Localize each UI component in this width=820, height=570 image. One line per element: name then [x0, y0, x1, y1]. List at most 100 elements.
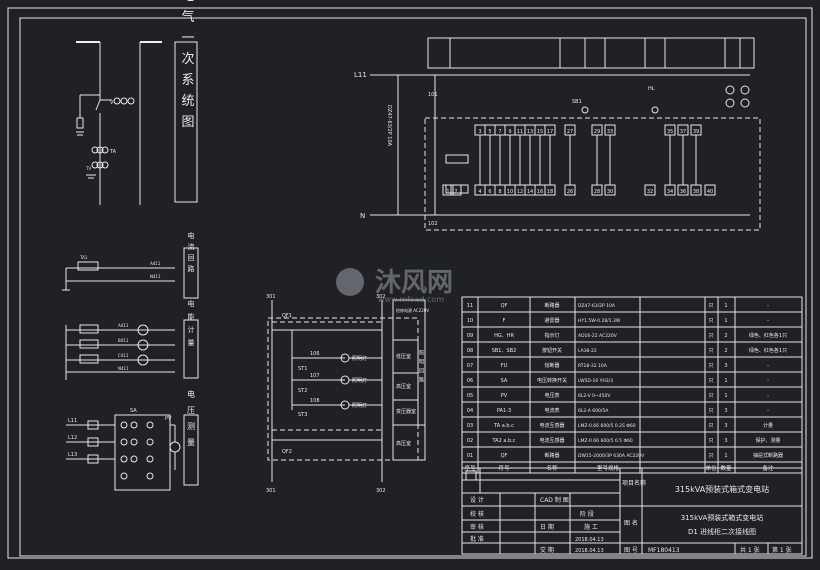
bom-cell: 电流互感器 [539, 422, 564, 429]
hl-label: HL [648, 86, 655, 92]
tb-approve: 批 准 [470, 535, 484, 543]
terminal-bottom-number: 26 [567, 189, 573, 195]
terminal-bottom-number: 12 [517, 189, 523, 195]
terminal-top-number: 37 [680, 129, 686, 135]
ta-label: TA [109, 149, 117, 155]
bom-cell: 断路器 [544, 302, 559, 309]
tb-date-label: 日 期 [540, 523, 554, 531]
bom-cell: 电流互感器 [539, 437, 564, 444]
bom-cell: F [503, 318, 506, 324]
bom-cell: 断路器 [544, 452, 559, 459]
bom-cell: 1 [724, 453, 727, 459]
tb-check: 校 核 [470, 510, 484, 518]
switch-st2: ST2 [298, 388, 307, 394]
terminal-top-number: 13 [527, 129, 533, 135]
terminal-bottom-number: 40 [707, 189, 713, 195]
l12-label: L12 [68, 435, 77, 441]
bom-cell: TA a.b.c [493, 423, 514, 429]
terminal-bottom-number: 36 [680, 189, 686, 195]
rb-item-1: 低压室 [396, 353, 411, 360]
lc-301-bottom: 301 [266, 488, 276, 494]
terminal-top-number: 5 [488, 129, 491, 135]
rb-item-3: 变压器室 [396, 408, 416, 415]
lamp-label-1: 照明灯 [352, 355, 367, 362]
lc-302-top: 302 [376, 294, 386, 300]
bom-cell: 避雷器 [544, 317, 559, 324]
svg-text:C411: C411 [118, 353, 129, 358]
bom-cell: AD16-22 AC220V [578, 333, 618, 339]
bom-cell: LA38-22 [578, 348, 597, 354]
tb-project-label: 项目名称 [622, 479, 646, 487]
bom-cell: 1 [724, 303, 727, 309]
terminal-top-number: 9 [508, 129, 511, 135]
rb-top-label: 检修电源 AC220V [396, 307, 429, 313]
bom-cell: 按钮开关 [542, 347, 562, 354]
bom-cell: 只 [708, 393, 713, 399]
bom-cell: 只 [708, 453, 713, 459]
switch-st3: ST3 [298, 412, 307, 418]
terminal-bottom-number: 18 [547, 189, 553, 195]
tb-drawing-no-label: 图 号 [624, 547, 638, 554]
bom-cell: 只 [708, 438, 713, 444]
svg-text:N411: N411 [118, 366, 129, 371]
sa-label: SA [130, 408, 137, 414]
tb-drawing-name-1: 315kVA预装式箱式变电站 [681, 513, 764, 522]
bom-cell: 07 [467, 363, 473, 369]
watermark-main: 沐风网 [375, 268, 453, 298]
terminal-bottom-number: 30 [607, 189, 613, 195]
label-box-1 [174, 41, 198, 203]
bom-cell: 只 [708, 303, 713, 309]
bom-cell: QF [501, 303, 508, 309]
rb-item-2: 高压室 [396, 383, 411, 390]
terminal-bottom-number: 38 [693, 189, 699, 195]
tb-drawing-name-2: D1 进线柜二次接线图 [688, 527, 756, 536]
bom-cell: 绿色、红色各1只 [749, 332, 787, 339]
terminal-bottom [450, 184, 462, 196]
terminal-bottom [604, 184, 616, 196]
bom-cell: 05 [467, 393, 473, 399]
terminal-bottom-number: 32 [647, 189, 653, 195]
terminal-bottom-number: 8 [498, 189, 501, 195]
bom-cell: HY1.5W-0.28/1.3W [578, 318, 621, 324]
terminal-bottom-number: 6 [488, 189, 491, 195]
inner-frame [19, 17, 807, 557]
bom-cell: QF [501, 453, 508, 459]
bom-cell: 电压表 [544, 392, 559, 399]
bom-cell: 只 [708, 318, 713, 324]
tb-stage-val: 施 工 [584, 523, 598, 531]
terminal-top-number: 39 [693, 129, 699, 135]
bom-cell: 1 [724, 393, 727, 399]
energy-metering-diagram: A411 B411 C411 N411 [65, 323, 175, 380]
terminal-top-number: 3 [478, 129, 481, 135]
bom-cell: FU [501, 363, 508, 369]
bom-cell: 06 [467, 378, 473, 384]
bom-cell: 保护、测量 [755, 437, 780, 444]
qf2-label: QF2 [282, 449, 292, 455]
svg-text:B411: B411 [118, 338, 129, 343]
lamp-label-2: 照明灯 [352, 377, 367, 384]
label-energy-metering: 电能计量 [187, 299, 195, 352]
tb-project-name: 315kVA预装式箱式变电站 [675, 484, 769, 494]
terminal-top-number: 17 [547, 129, 553, 135]
bom-cell: 只 [708, 363, 713, 369]
bom-cell: 10 [467, 318, 473, 324]
tb-design-val: CAD 制 图 [540, 496, 569, 504]
breaker-vertical-label: DZ47-63/2P 10A [386, 105, 392, 147]
tb-submit-val: 2018.04.13 [575, 548, 604, 554]
bom-cell: - [767, 408, 769, 414]
bom-cell: - [767, 363, 769, 369]
terminal-top-number: 7 [498, 129, 501, 135]
terminal-bottom-number: 4 [478, 189, 481, 195]
bom-cell: PV [501, 393, 508, 399]
bom-cell: 04 [467, 408, 473, 414]
v-label: V [110, 100, 114, 106]
svg-text:A411: A411 [118, 323, 129, 328]
terminal-bottom [704, 184, 716, 196]
lighting-circuit: 301 302 301 302 QF1 QF2 ST1 ST2 ST3 106 … [266, 294, 429, 494]
label-box-2 [183, 247, 199, 299]
bom-cell: 3 [724, 408, 727, 414]
bom-cell: 电流表 [544, 407, 559, 414]
